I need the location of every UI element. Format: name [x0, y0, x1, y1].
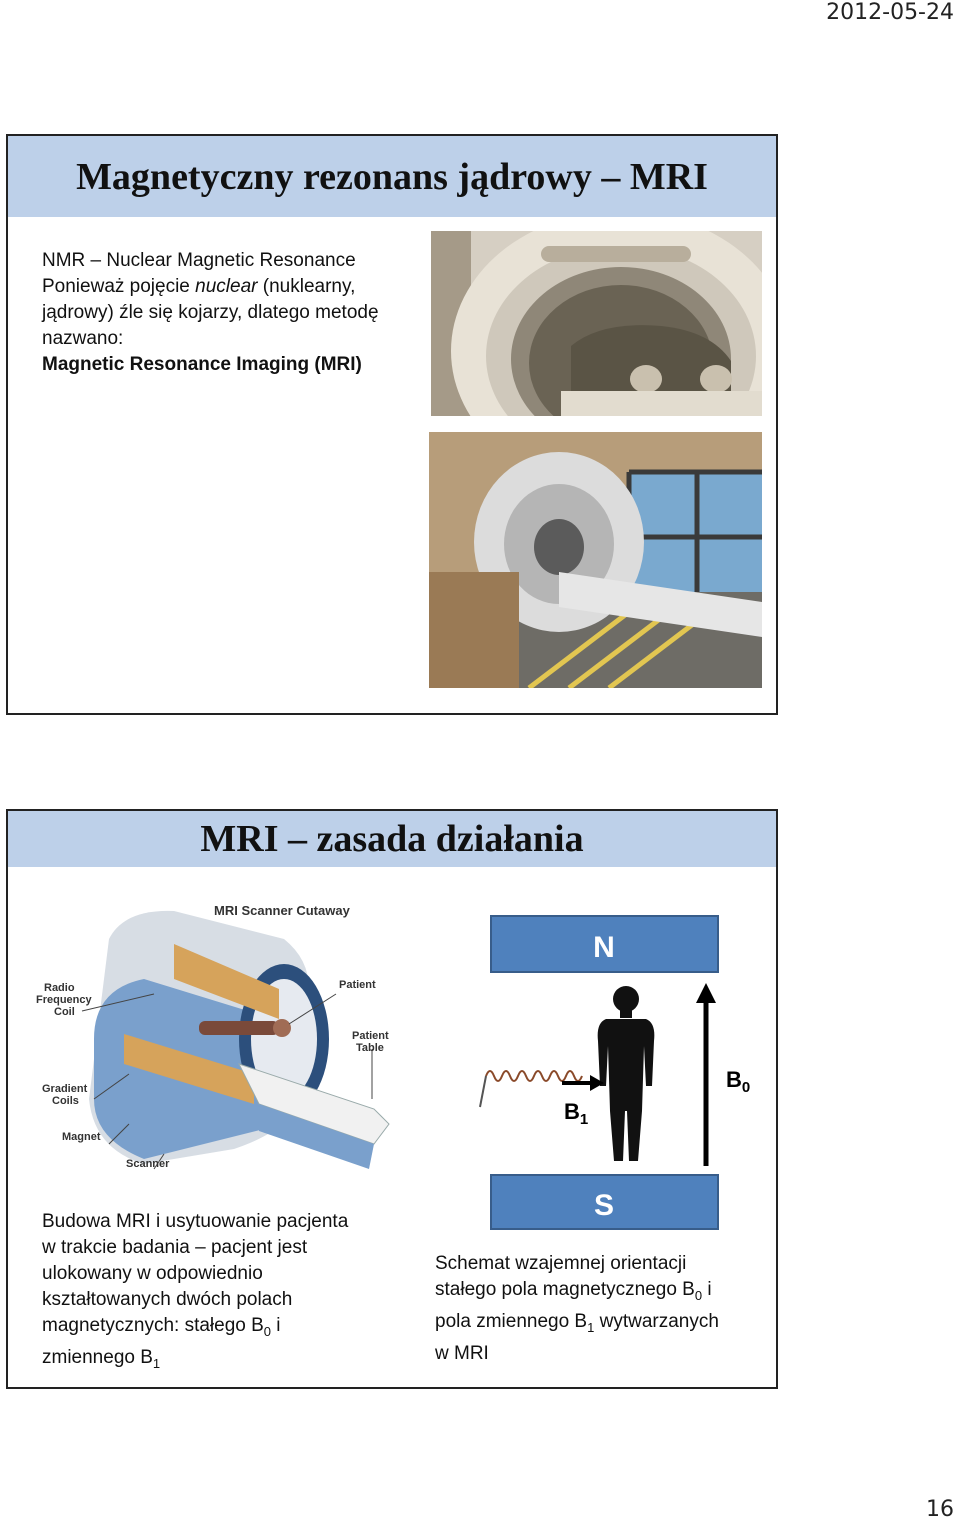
slide-title: MRI – zasada działania: [200, 818, 584, 860]
text-line: NMR – Nuclear Magnetic Resonance: [42, 250, 356, 271]
label-radio: Radio: [44, 982, 75, 994]
mri-bore-illustration: [431, 231, 762, 416]
page-number: 16: [926, 1497, 954, 1522]
text-line: stałego pola magnetycznego B0 i: [435, 1277, 755, 1309]
label-coils: Coils: [52, 1095, 79, 1107]
text-line: pola zmiennego B1 wytwarzanych: [435, 1309, 755, 1341]
subscript: 0: [694, 1287, 703, 1303]
label-patient-table-2: Table: [356, 1042, 384, 1054]
b0-label: B0: [726, 1067, 750, 1096]
label-gradient: Gradient: [42, 1083, 88, 1095]
b1-label: B1: [564, 1099, 588, 1128]
text-line: Ponieważ pojęcie nuclear (nuklearny,: [42, 274, 422, 300]
label-patient: Patient: [339, 979, 376, 991]
subscript: 1: [587, 1319, 595, 1335]
text-line: kształtowanych dwóch polach: [42, 1289, 293, 1310]
slide-title-bar: MRI – zasada działania: [8, 811, 776, 867]
north-pole-block: [490, 915, 719, 973]
text-span: (nuklearny,: [257, 276, 356, 297]
caption-right: Schemat wzajemnej orientacji stałego pol…: [435, 1251, 755, 1367]
label-frequency: Frequency: [36, 994, 93, 1006]
text-line: w trakcie badania – pacjent jest: [42, 1237, 308, 1258]
text-line-bold: Magnetic Resonance Imaging (MRI): [42, 354, 362, 375]
slide-title-bar: Magnetyczny rezonans jądrowy – MRI: [8, 136, 776, 217]
text-span: pola zmiennego B: [435, 1310, 588, 1332]
subscript: 0: [263, 1323, 272, 1339]
text-line: nazwano:: [42, 328, 124, 349]
text-line: ulokowany w odpowiednio: [42, 1263, 263, 1284]
text-span: Ponieważ pojęcie: [42, 276, 196, 297]
date-header: 2012-05-24: [826, 0, 954, 25]
mri-room-photo: [429, 432, 762, 688]
text-line: w MRI: [435, 1342, 489, 1364]
north-label: N: [593, 931, 615, 964]
cutaway-title: MRI Scanner Cutaway: [214, 903, 351, 918]
label-coil: Coil: [54, 1006, 75, 1018]
label-scanner: Scanner: [126, 1158, 170, 1170]
text-line: zmiennego B1: [42, 1345, 402, 1377]
b1-arrow-head: [590, 1075, 604, 1091]
subscript: 1: [152, 1355, 161, 1371]
text-span: magnetycznych: stałego B: [42, 1315, 264, 1336]
label-magnet: Magnet: [62, 1131, 101, 1143]
text-line: magnetycznych: stałego B0 i: [42, 1313, 402, 1345]
text-line: Schemat wzajemnej orientacji: [435, 1253, 687, 1274]
slide-title: Magnetyczny rezonans jądrowy – MRI: [76, 155, 708, 198]
text-span: i: [702, 1279, 712, 1300]
text-span: i: [271, 1315, 281, 1336]
slide-mri-principle: MRI – zasada działania MRI Scanner Cutaw…: [6, 809, 778, 1389]
south-label: S: [594, 1189, 614, 1222]
intro-text: NMR – Nuclear Magnetic Resonance Poniewa…: [42, 248, 422, 378]
mri-scanner-cutaway-diagram: MRI Scanner Cutaway Radio Frequency Coil: [36, 903, 390, 1170]
rf-coil-icon: [479, 1070, 583, 1108]
b0-arrow-head: [696, 983, 716, 1003]
text-span: wytwarzanych: [594, 1310, 719, 1332]
mri-room-illustration: [429, 432, 762, 688]
human-silhouette: [597, 986, 655, 1161]
text-span: zmiennego B: [42, 1346, 153, 1368]
slide-mri-intro: Magnetyczny rezonans jądrowy – MRI NMR –…: [6, 134, 778, 715]
mri-patient-photo: [431, 231, 762, 416]
magnetic-field-orientation-diagram: N S B0 B1: [479, 915, 750, 1230]
text-line: jądrowy) źle się kojarzy, dlatego metodę: [42, 302, 379, 323]
label-patient-table-1: Patient: [352, 1030, 389, 1042]
text-span: stałego pola magnetycznego B: [435, 1279, 695, 1300]
south-pole-block: [490, 1174, 719, 1230]
text-italic: nuclear: [195, 276, 258, 297]
caption-left: Budowa MRI i usytuowanie pacjenta w trak…: [42, 1209, 402, 1377]
text-line: Budowa MRI i usytuowanie pacjenta: [42, 1211, 349, 1232]
